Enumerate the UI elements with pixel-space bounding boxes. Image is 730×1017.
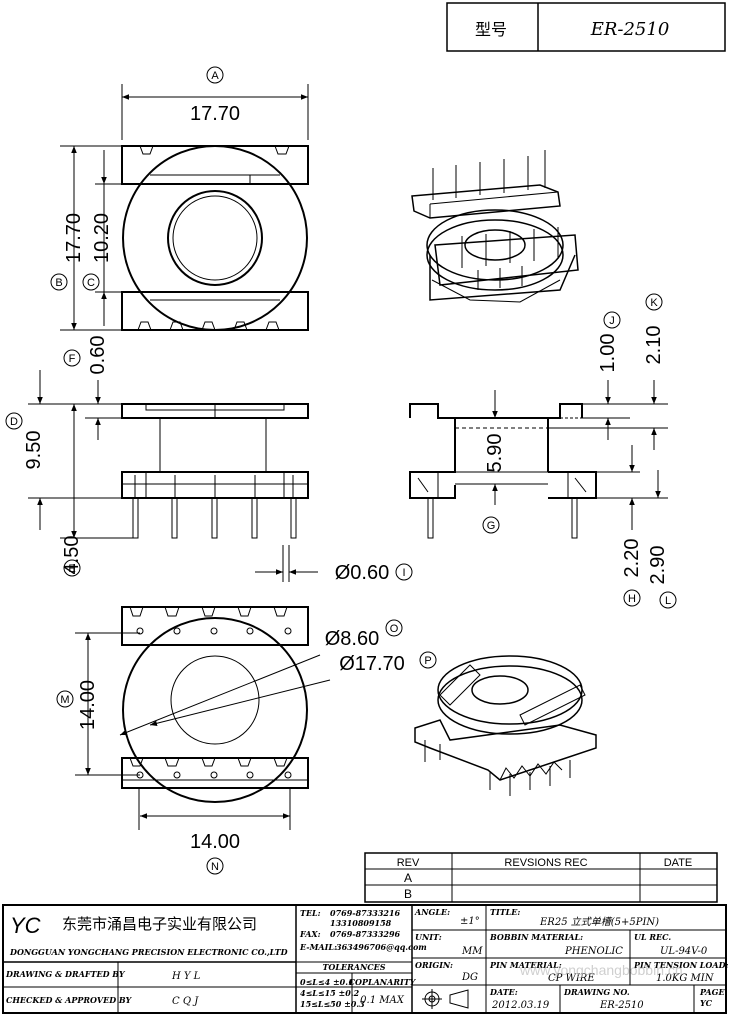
dim-D-tag: D — [10, 416, 18, 428]
origin-value: DG — [461, 972, 478, 983]
dim-M-value: 14.00 — [77, 680, 99, 730]
tel-label: TEL: — [300, 908, 321, 918]
dim-G-value: 5.90 — [484, 434, 506, 473]
page-label: PAGE — [699, 987, 725, 997]
email-value: 363496706@qq.com — [336, 942, 427, 952]
company-name-en: DONGGUAN YONGCHANG PRECISION ELECTRONIC … — [9, 947, 288, 957]
dim-C-value: 10.20 — [91, 213, 113, 263]
model-type-label: 型号 — [475, 20, 507, 39]
front-view: 0.60 F 9.50 D 4.50 E Ø0.60 I — [5, 336, 413, 584]
rev-row-a: A — [404, 871, 412, 885]
coplanarity-value: 0.1 MAX — [360, 995, 405, 1006]
title-label: TITLE: — [490, 907, 520, 917]
drawing-no-value: ER-2510 — [599, 1000, 644, 1011]
fax-label: FAX: — [299, 929, 321, 939]
top-view: A 17.70 17.70 B 10.20 C — [50, 66, 309, 331]
dim-J-tag: J — [609, 315, 615, 327]
date-label: DATE: — [489, 987, 518, 997]
dim-K-tag: K — [650, 297, 658, 309]
company-logo: YC — [10, 913, 41, 938]
date-value: 2012.03.19 — [491, 1000, 550, 1011]
page-value: YC — [700, 998, 713, 1008]
title-block: YC 东莞市涌昌电子实业有限公司 DONGGUAN YONGCHANG PREC… — [2, 904, 729, 1014]
dim-A-tag: A — [211, 70, 219, 82]
watermark: www.yongchangbobbin.cn — [519, 962, 683, 978]
dim-L-tag: L — [665, 595, 671, 607]
drawn-by-label: DRAWING & DRAFTED BY — [5, 969, 126, 979]
company-name-cn: 东莞市涌昌电子实业有限公司 — [62, 916, 257, 933]
dim-L-value: 2.90 — [647, 546, 669, 585]
origin-label: ORIGIN: — [415, 960, 453, 970]
dim-A-value: 17.70 — [190, 103, 240, 125]
pin-material-label: PIN MATERIAL: — [489, 960, 562, 970]
dim-F-tag: F — [69, 353, 76, 365]
coplanarity-label: COPLANARITY — [349, 977, 417, 987]
pin-material-value: CP WIRE — [548, 973, 595, 984]
tolerance-2: 4≤L≤15 ±0.2 — [300, 988, 360, 998]
dim-E-value: 4.50 — [61, 536, 83, 575]
bobbin-label: BOBBIN MATERIAL: — [489, 932, 583, 942]
dim-P-tag: P — [424, 655, 431, 667]
angle-label: ANGLE: — [414, 907, 450, 917]
dim-O-value: Ø8.60 — [325, 628, 379, 650]
tel2-value: 13310809158 — [330, 918, 392, 928]
isometric-view-upright — [411, 150, 579, 303]
tolerance-1: 0≤L≤4 ±0.1 — [300, 977, 354, 987]
unit-label: UNIT: — [415, 932, 442, 942]
rev-header: REV — [397, 857, 420, 869]
tolerance-3: 15≤L≤50 ±0.3 — [300, 999, 365, 1009]
side-view: 5.90 G 1.00 J 2.10 K 2.20 H 2.90 L — [409, 293, 677, 609]
dim-H-value: 2.20 — [621, 539, 643, 578]
dim-O-tag: O — [390, 623, 399, 635]
dim-D-value: 9.50 — [23, 431, 45, 470]
email-label: E-MAIL: — [299, 942, 337, 952]
rev-row-b: B — [404, 887, 412, 901]
dim-I-value: Ø0.60 — [335, 562, 389, 584]
checked-by-value: C Q J — [172, 996, 199, 1007]
dim-G-tag: G — [487, 520, 496, 532]
rev-rec-header: REVSIONS REC — [504, 857, 587, 869]
tension-label: PIN TENSION LOAD: — [633, 960, 729, 970]
projection-symbol-icon — [422, 989, 469, 1009]
dim-I-tag: I — [402, 567, 405, 579]
tension-value: 1.0KG MIN — [656, 973, 715, 984]
unit-value: MM — [461, 946, 483, 957]
model-number: ER-2510 — [590, 19, 670, 40]
dim-K-value: 2.10 — [643, 326, 665, 365]
dim-N-tag: N — [211, 861, 219, 873]
dim-H-tag: H — [628, 593, 636, 605]
dim-B-tag: B — [55, 277, 62, 289]
drawn-by-value: H Y L — [171, 971, 201, 982]
title-value: ER25 立式单槽(5+5PIN) — [539, 916, 659, 928]
revisions-table: REV REVSIONS REC DATE A B — [364, 852, 718, 903]
drawing-no-label: DRAWING NO. — [563, 987, 630, 997]
header-model-box: 型号 ER-2510 — [446, 2, 726, 52]
dim-P-value: Ø17.70 — [339, 653, 405, 675]
bottom-view: Ø8.60 O Ø17.70 P 14.00 M 14.00 N — [56, 606, 437, 875]
isometric-view-underside — [414, 655, 597, 796]
dim-N-value: 14.00 — [190, 831, 240, 853]
dim-E-tag: E — [68, 563, 75, 575]
checked-by-label: CHECKED & APPROVED BY — [6, 995, 133, 1005]
tel-value: 0769-87333216 — [330, 908, 401, 918]
dim-F-value: 0.60 — [87, 336, 109, 375]
dim-B-value: 17.70 — [63, 213, 85, 263]
dim-M-tag: M — [60, 694, 69, 706]
bobbin-value: PHENOLIC — [564, 946, 623, 957]
angle-value: ±1° — [460, 916, 480, 927]
rev-date-header: DATE — [664, 857, 693, 869]
ul-value: UL-94V-0 — [660, 946, 708, 957]
ul-label: UL REC. — [634, 932, 671, 942]
dim-J-value: 1.00 — [597, 334, 619, 373]
fax-value: 0769-87333296 — [330, 929, 401, 939]
dim-C-tag: C — [87, 277, 95, 289]
tolerances-label: TOLERANCES — [322, 962, 385, 972]
